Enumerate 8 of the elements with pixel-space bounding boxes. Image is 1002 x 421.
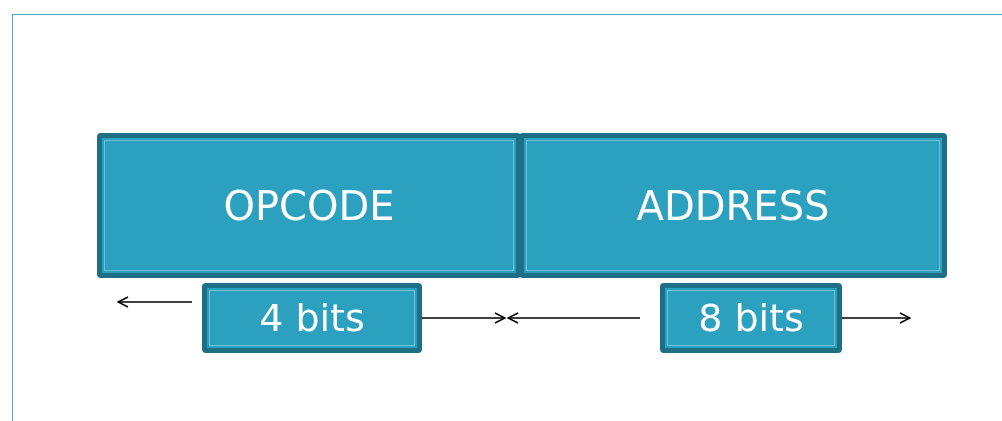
field-box — [97, 133, 521, 278]
field-name: ADDRESS — [636, 182, 830, 229]
width-box — [202, 283, 422, 353]
width-box — [660, 283, 842, 353]
bit-count: 4 bits — [259, 296, 365, 340]
field-box — [519, 133, 947, 278]
bit-count: 8 bits — [698, 296, 804, 340]
field-name: OPCODE — [223, 182, 395, 229]
